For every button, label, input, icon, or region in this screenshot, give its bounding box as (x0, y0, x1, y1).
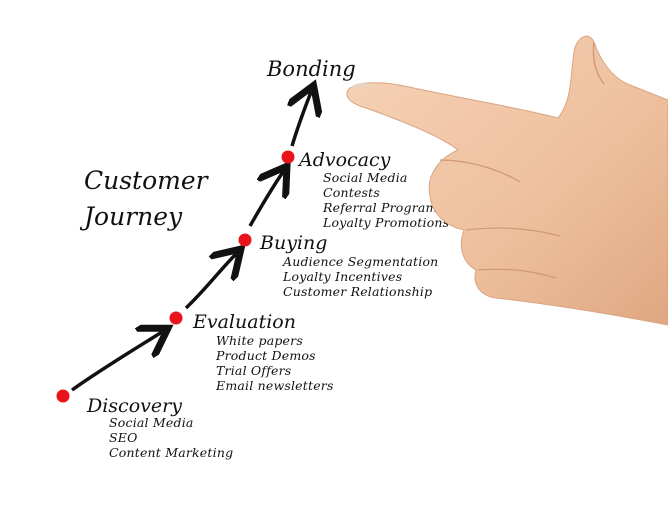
stage-item: Trial Offers (216, 363, 292, 378)
stage-item: Referral Program (323, 200, 438, 215)
stage-item: Contests (323, 185, 381, 200)
stage-item: Loyalty Incentives (283, 269, 403, 284)
stage-item: Audience Segmentation (283, 254, 439, 269)
stage-dot-buying (238, 233, 252, 247)
diagram-title-line2: Journey (84, 202, 183, 231)
stage-item: Social Media (323, 170, 408, 185)
stage-item: Product Demos (216, 348, 316, 363)
diagram-title-line1: Customer (84, 166, 208, 195)
arrow-advocacy-bonding (292, 92, 311, 147)
stage-item: SEO (109, 430, 138, 445)
arrow-discovery-evaluation (70, 332, 162, 392)
stage-item: Social Media (109, 415, 194, 430)
stage-title-bonding: Bonding (267, 57, 356, 81)
arrow-buying-advocacy (248, 172, 283, 227)
stage-title-buying: Buying (260, 232, 328, 254)
stage-item: Loyalty Promotions (323, 215, 450, 230)
stage-item: Content Marketing (109, 445, 234, 460)
stage-dot-advocacy (281, 150, 295, 164)
stage-item: Email newsletters (216, 378, 334, 393)
stage-title-evaluation: Evaluation (193, 311, 296, 333)
stage-item: White papers (216, 333, 303, 348)
stage-dot-discovery (56, 389, 70, 403)
arrow-evaluation-buying (184, 254, 236, 310)
stage-title-discovery: Discovery (87, 395, 182, 417)
stage-title-advocacy: Advocacy (299, 149, 391, 171)
stage-item: Customer Relationship (283, 284, 433, 299)
stage-dot-evaluation (169, 311, 183, 325)
